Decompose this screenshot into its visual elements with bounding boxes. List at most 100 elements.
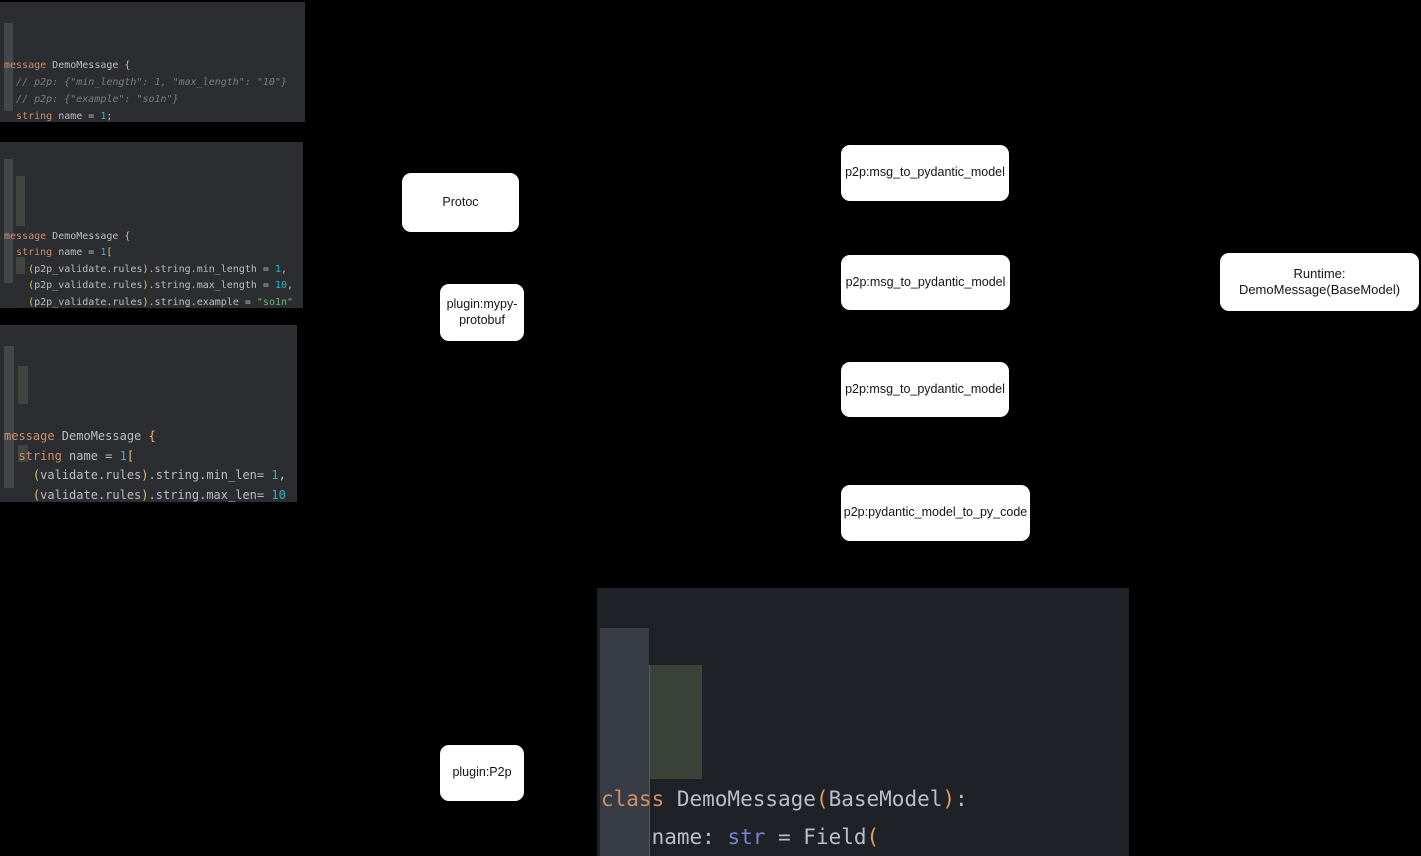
code-token: string: [16, 247, 59, 258]
node-p2p-pydantic-model-to-py-code: p2p:pydantic_model_to_py_code: [841, 485, 1030, 541]
node-p2p-msg-to-pydantic-model-1: p2p:msg_to_pydantic_model: [841, 145, 1009, 201]
code-token: .string.example =: [148, 296, 257, 308]
code-line: // p2p: {"min_length": 1, "max_length": …: [4, 74, 305, 91]
code-token: ,: [287, 280, 294, 291]
code-line: (validate.rules).string.min_len= 1,: [4, 466, 297, 486]
code-token: 1: [100, 247, 107, 258]
code-token: "so1n": [256, 296, 294, 308]
code-token: BaseModel: [828, 787, 943, 811]
code-token: [4, 488, 33, 502]
node-p2p-msg-to-pydantic-model-2: p2p:msg_to_pydantic_model: [841, 255, 1010, 310]
indent-guide: [4, 159, 13, 283]
code-line: message DemoMessage {: [4, 57, 305, 74]
code-token: 1: [274, 263, 281, 275]
code-token: message: [4, 428, 62, 443]
code-token: .string.max_len=: [148, 487, 272, 502]
code-token: [4, 111, 16, 122]
code-token: 1: [119, 448, 127, 463]
code-token: [4, 77, 16, 88]
code-lines: class DemoMessage(BaseModel): name: str …: [601, 780, 1129, 856]
indent-guide: [18, 366, 28, 404]
code-token: :: [955, 787, 968, 811]
code-token: [4, 280, 28, 291]
code-token: [4, 468, 33, 482]
indent-guide: [16, 257, 25, 274]
node-protoc: Protoc: [402, 173, 519, 232]
code-token: [4, 297, 28, 308]
code-token: validate.rules: [40, 468, 142, 483]
indent-guide-line: [649, 665, 650, 856]
code-token: ): [141, 468, 149, 483]
code-line: message DemoMessage {: [4, 229, 303, 246]
code-token: // p2p: {"min_length": 1, "max_length": …: [16, 77, 287, 88]
code-token: 1: [271, 468, 279, 483]
indent-guide: [4, 346, 14, 488]
code-block-pydantic-model: class DemoMessage(BaseModel): name: str …: [597, 588, 1129, 856]
code-line: name: str = Field(: [601, 818, 1129, 856]
node-p2p-msg-to-pydantic-model-1-label: p2p:msg_to_pydantic_model: [845, 165, 1005, 180]
code-line: (validate.rules).string.max_len= 10: [4, 486, 297, 502]
code-token: [4, 449, 18, 463]
code-token: = Field: [765, 825, 867, 849]
code-token: (: [866, 825, 880, 849]
node-p2p-msg-to-pydantic-model-2-label: p2p:msg_to_pydantic_model: [845, 274, 1006, 289]
code-token: ): [942, 787, 956, 811]
code-token: ;: [106, 111, 113, 122]
node-p2p-pydantic-model-to-py-code-label: p2p:pydantic_model_to_py_code: [843, 505, 1028, 520]
code-token: {: [124, 230, 131, 242]
code-token: name:: [601, 825, 728, 849]
code-lines: message DemoMessage { // p2p: {"min_leng…: [4, 57, 305, 122]
node-plugin-p2p: plugin:P2p: [440, 745, 524, 801]
code-token: 1: [100, 111, 107, 122]
code-line: // p2p: {"example": "so1n"}: [4, 91, 305, 108]
code-token: [: [106, 247, 113, 258]
code-token: ): [142, 296, 149, 308]
code-token: (: [28, 263, 35, 275]
code-token: (: [815, 787, 829, 811]
node-p2p-msg-to-pydantic-model-3: p2p:msg_to_pydantic_model: [841, 362, 1009, 417]
code-line: string name = 1[: [4, 447, 297, 467]
code-token: .string.min_len=: [148, 468, 272, 483]
code-token: [4, 264, 28, 275]
code-block-proto-validate: message DemoMessage { string name = 1[ (…: [0, 325, 297, 502]
code-token: p2p_validate.rules: [34, 263, 143, 275]
indent-guide: [600, 628, 649, 856]
node-protoc-label: Protoc: [442, 194, 479, 209]
code-token: (: [28, 280, 35, 291]
node-plugin-p2p-label: plugin:P2p: [452, 765, 512, 780]
code-token: message: [4, 230, 53, 242]
code-token: p2p_validate.rules: [34, 296, 143, 308]
code-token: validate.rules: [40, 487, 142, 502]
code-token: ): [141, 487, 149, 502]
code-token: 10: [271, 487, 286, 502]
code-line: message DemoMessage {: [4, 427, 297, 447]
node-plugin-mypy-protobuf: plugin:mypy-protobuf: [440, 284, 524, 341]
code-token: DemoMessage: [52, 60, 125, 71]
code-token: class: [601, 787, 677, 811]
indent-guide: [4, 23, 13, 111]
code-block-proto-p2p-validate: message DemoMessage { string name = 1[ (…: [0, 142, 303, 308]
indent-guide: [16, 176, 25, 226]
code-token: 10: [274, 280, 288, 291]
code-line: string name = 1[: [4, 245, 303, 262]
code-token: p2p_validate.rules: [34, 280, 143, 291]
code-token: DemoMessage: [52, 230, 125, 242]
code-token: .string.max_length =: [148, 280, 275, 291]
code-token: name =: [69, 448, 120, 463]
code-token: [: [126, 448, 135, 463]
code-token: // p2p: {"example": "so1n"}: [16, 94, 179, 105]
code-token: ): [142, 263, 149, 275]
code-token: (: [28, 296, 35, 308]
code-token: {: [148, 428, 156, 443]
node-p2p-msg-to-pydantic-model-3-label: p2p:msg_to_pydantic_model: [845, 381, 1005, 396]
code-token: {: [124, 60, 131, 71]
code-lines: message DemoMessage { string name = 1[ (…: [4, 229, 303, 309]
code-token: ,: [281, 263, 288, 275]
code-token: (: [32, 468, 41, 483]
code-line: string name = 1;: [4, 108, 305, 122]
code-token: str: [727, 825, 766, 849]
code-token: string: [18, 448, 70, 463]
code-token: DemoMessage: [676, 787, 816, 811]
indent-guide: [650, 665, 702, 779]
indent-guide: [18, 445, 28, 462]
